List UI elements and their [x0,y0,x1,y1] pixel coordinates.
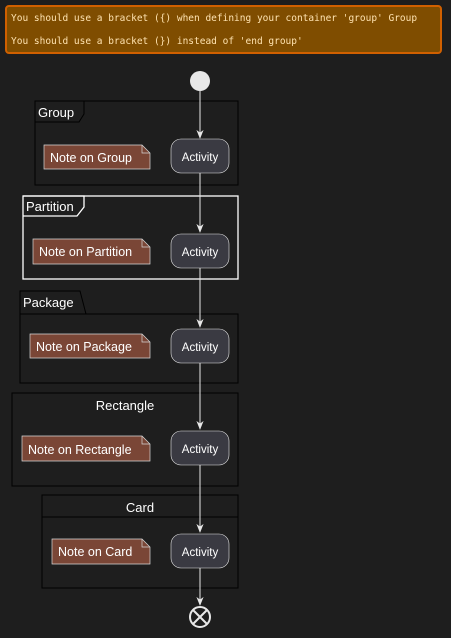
activity-node: Activity [170,233,230,269]
card-container: Card [41,494,239,589]
start-node [190,71,210,91]
activity-node: Activity [170,430,230,466]
end-node [189,606,211,628]
activity-label: Activity [182,444,219,456]
group-container: Group [34,100,239,186]
rectangle-container: Rectangle [11,392,239,487]
card-title: Card [126,500,154,515]
note: Note on Partition [32,238,151,265]
package-title: Package [23,295,74,310]
note: Note on Card [51,538,151,565]
activity-label: Activity [182,247,219,259]
note-text: Note on Partition [39,245,132,259]
note-text: Note on Group [50,151,132,165]
note: Note on Group [43,144,151,170]
activity-label: Activity [182,152,219,164]
warning-line-2: You should use a bracket (}) instead of … [11,36,303,47]
activity-label: Activity [182,342,219,354]
partition-title: Partition [26,199,74,214]
partition-container: Partition [22,195,239,280]
note: Note on Package [29,333,151,359]
rectangle-title: Rectangle [96,398,155,413]
note-text: Note on Package [36,340,132,354]
activity-label: Activity [182,547,219,559]
group-title: Group [38,105,74,120]
activity-node: Activity [170,138,230,174]
package-container: Package [19,290,239,384]
warning-banner: You should use a bracket ({) when defini… [5,5,442,54]
note-text: Note on Card [58,545,132,559]
activity-node: Activity [170,533,230,569]
activity-node: Activity [170,328,230,364]
note-text: Note on Rectangle [28,443,132,457]
note: Note on Rectangle [21,435,151,462]
warning-line-1: You should use a bracket ({) when defini… [11,13,418,24]
